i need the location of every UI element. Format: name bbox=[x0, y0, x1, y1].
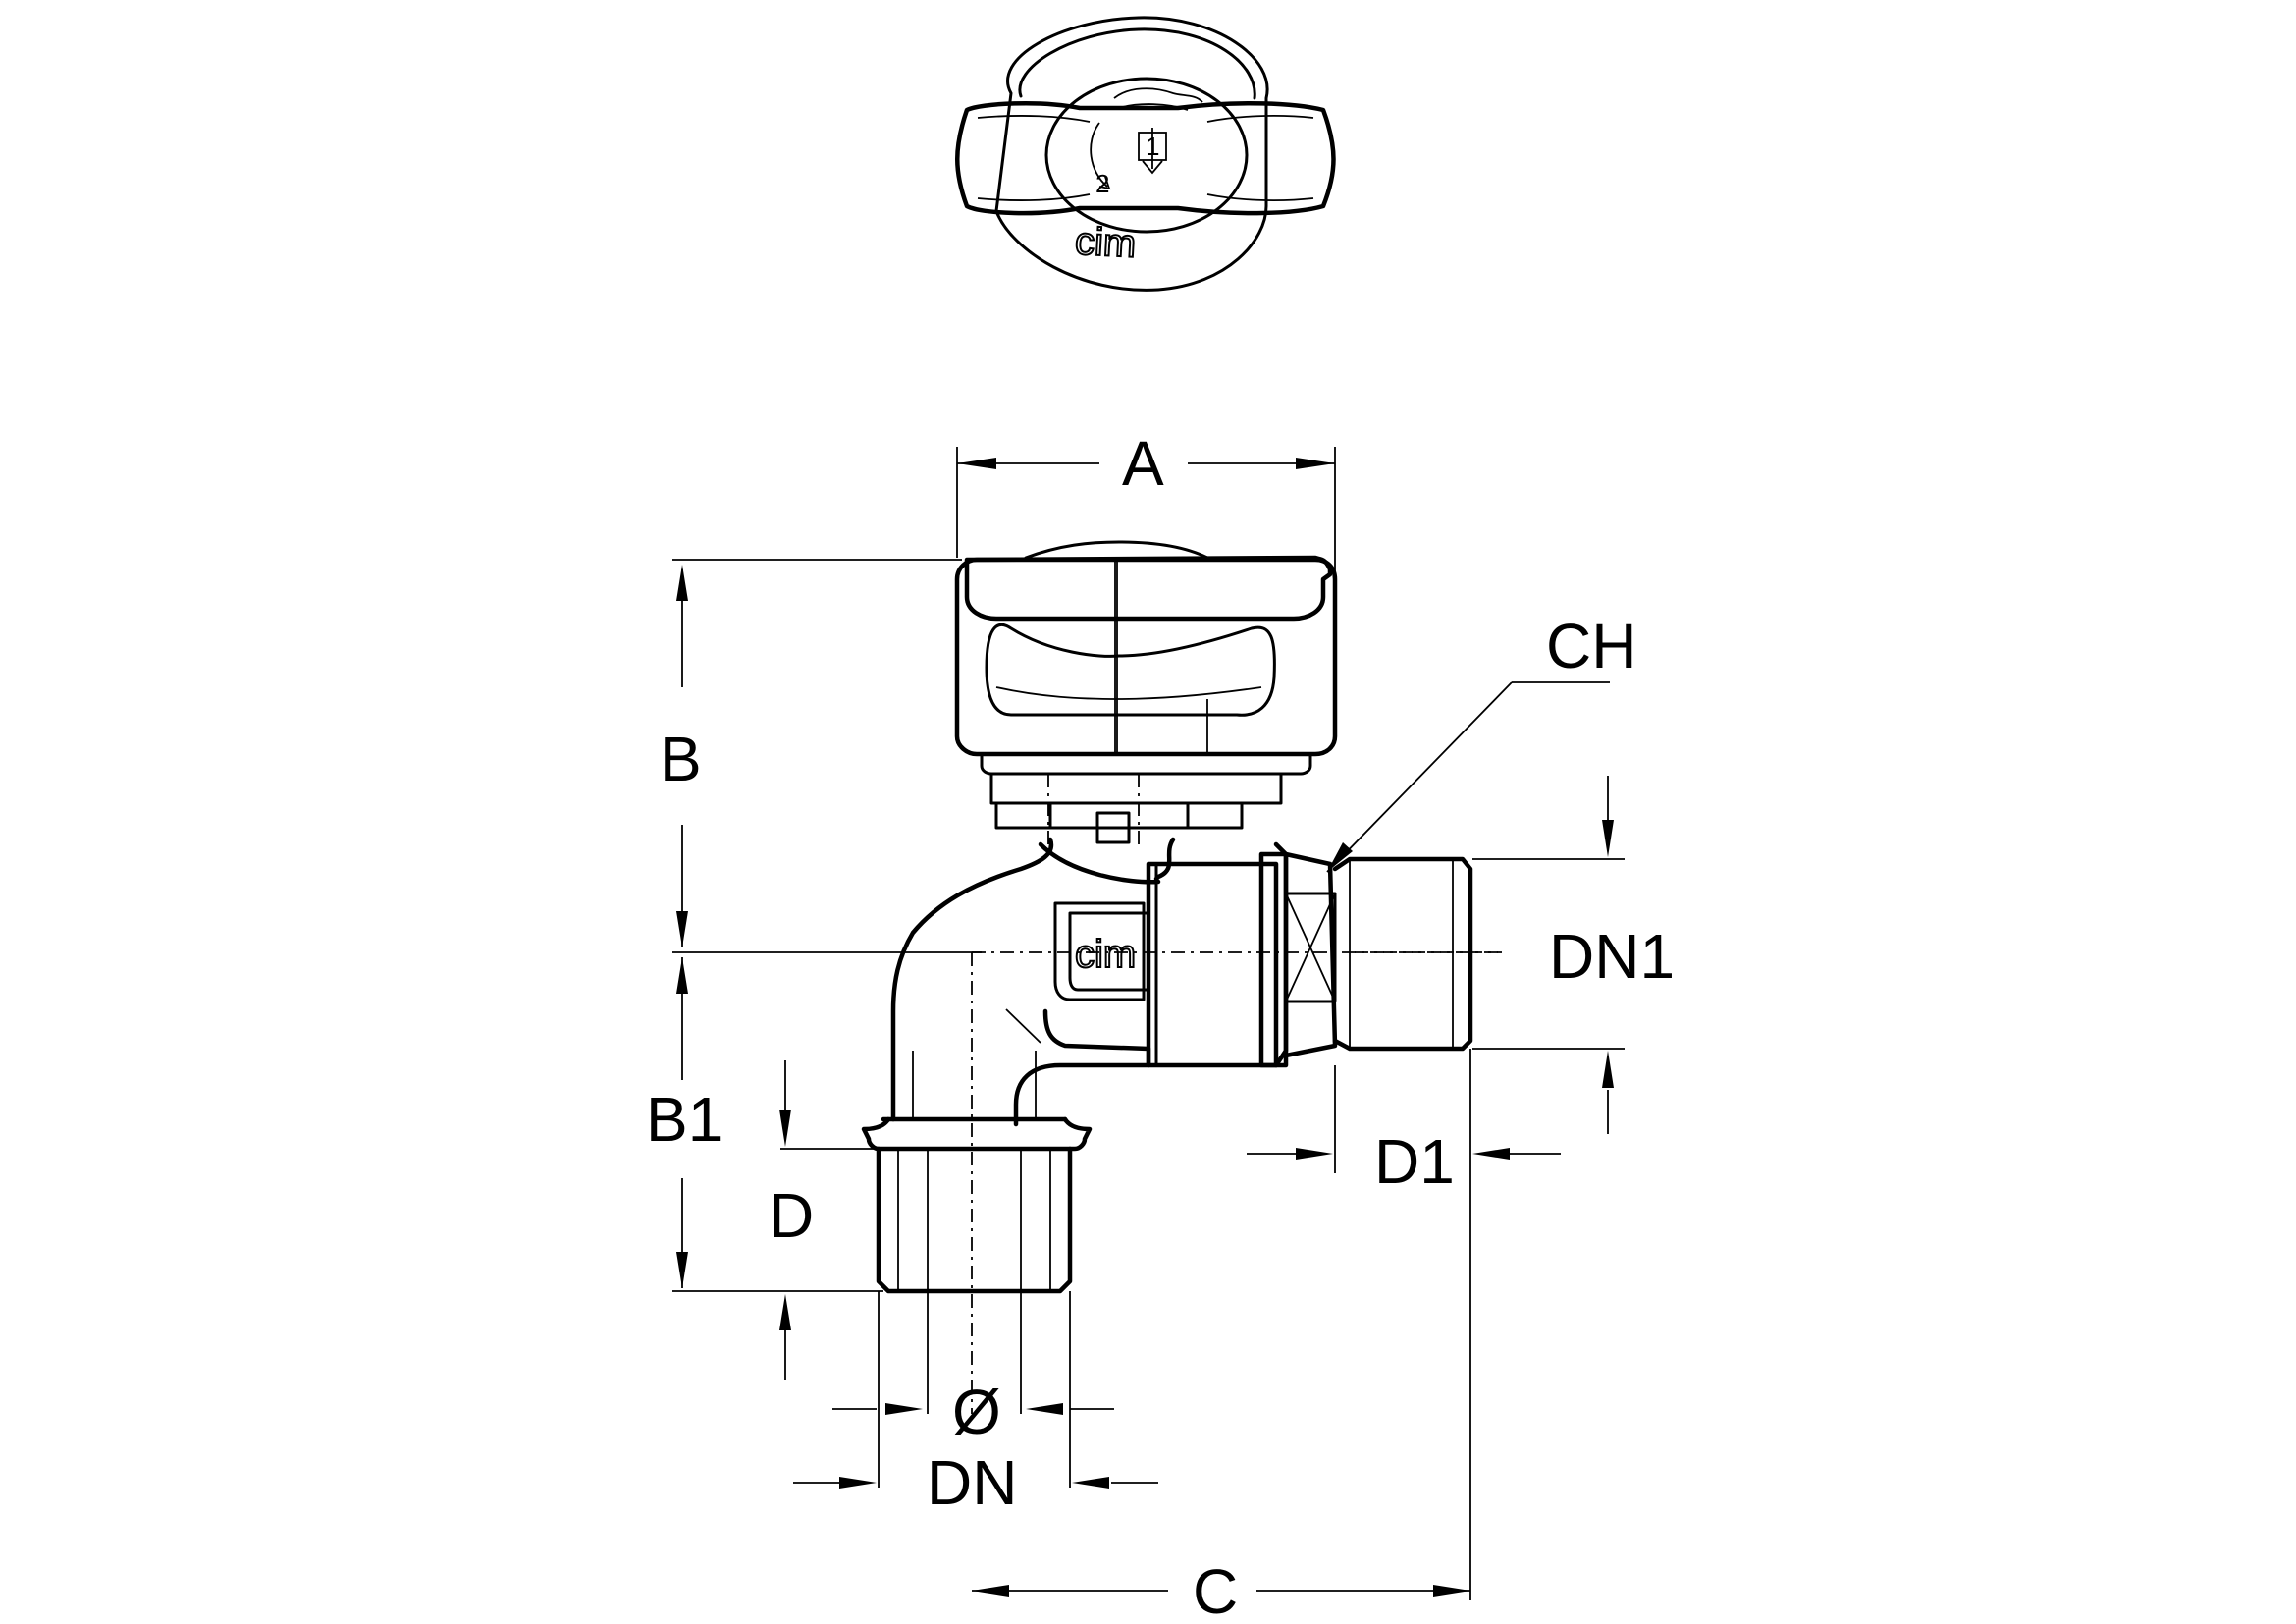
dimension-labels: A B B1 CH DN1 D1 D Ø DN C bbox=[646, 428, 1675, 1624]
label-DN1: DN1 bbox=[1549, 921, 1675, 992]
label-B: B bbox=[660, 724, 702, 794]
label-C: C bbox=[1193, 1556, 1238, 1624]
handle-brand-emboss: cim bbox=[1074, 220, 1137, 266]
label-B1: B1 bbox=[646, 1084, 722, 1155]
handle-top-view: 1 2 cim bbox=[955, 16, 1336, 292]
handle-step-1: 1 bbox=[1146, 132, 1159, 161]
label-CH: CH bbox=[1546, 611, 1636, 681]
label-A: A bbox=[1122, 428, 1164, 499]
label-D: D bbox=[769, 1180, 814, 1251]
label-diameter: Ø bbox=[952, 1377, 1001, 1447]
valve-side-view: cim bbox=[861, 540, 1502, 1414]
handle-step-2: 2 bbox=[1095, 169, 1109, 198]
label-D1: D1 bbox=[1374, 1126, 1455, 1197]
body-brand-emboss: cim bbox=[1075, 933, 1136, 976]
dimension-lines bbox=[672, 447, 1625, 1600]
label-DN: DN bbox=[927, 1447, 1017, 1518]
